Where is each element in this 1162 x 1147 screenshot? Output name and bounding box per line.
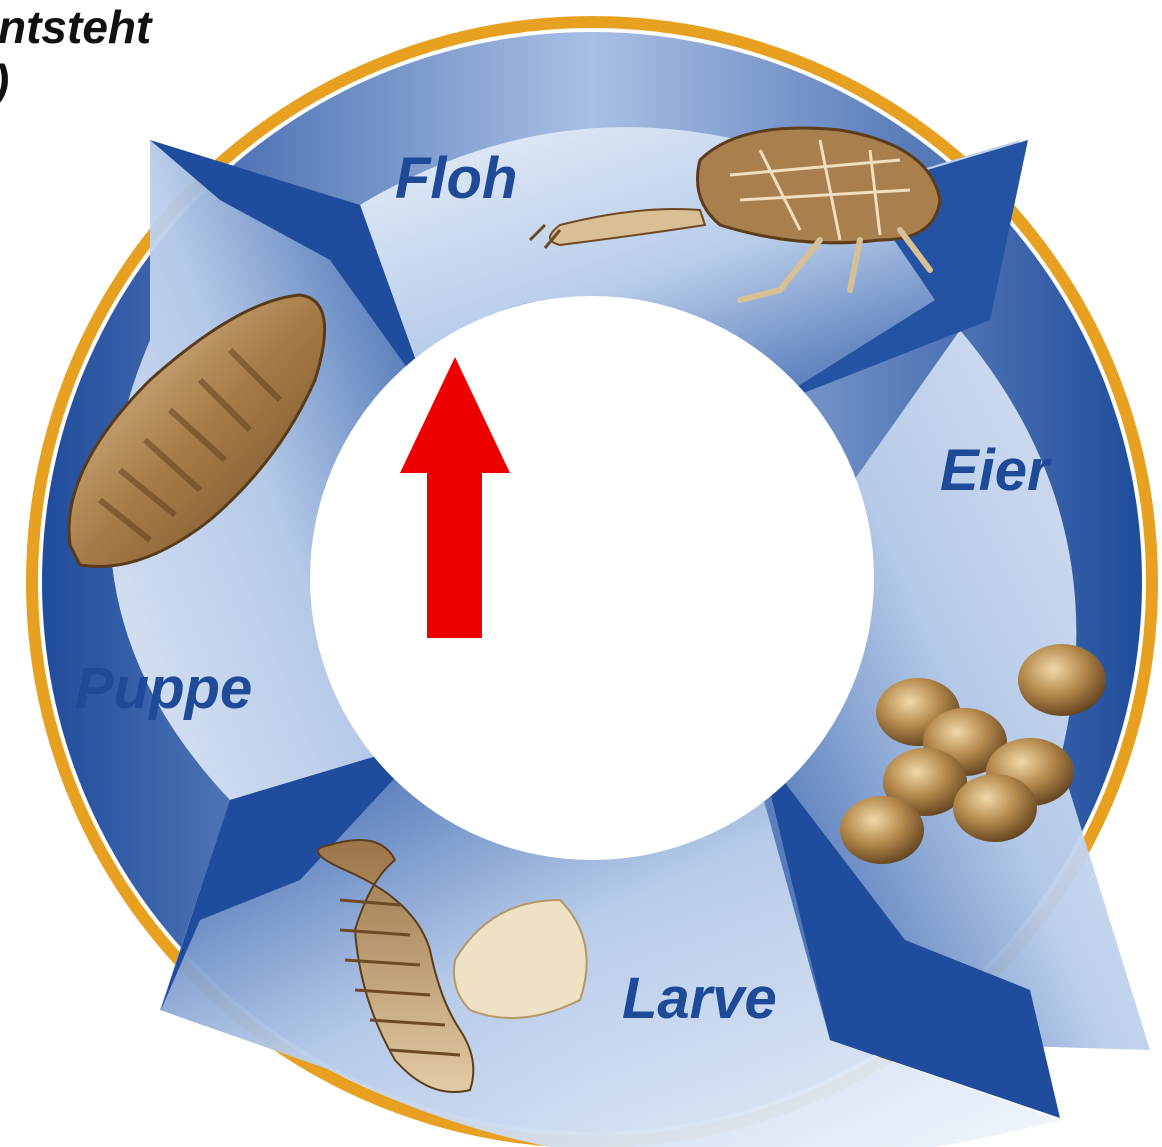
stage-label-floh: Floh [395,146,517,211]
center-hole [310,296,874,860]
stage-label-puppe: Puppe [75,656,252,721]
stage-label-eier: Eier [940,438,1053,503]
stage-label-larve: Larve [622,966,777,1031]
